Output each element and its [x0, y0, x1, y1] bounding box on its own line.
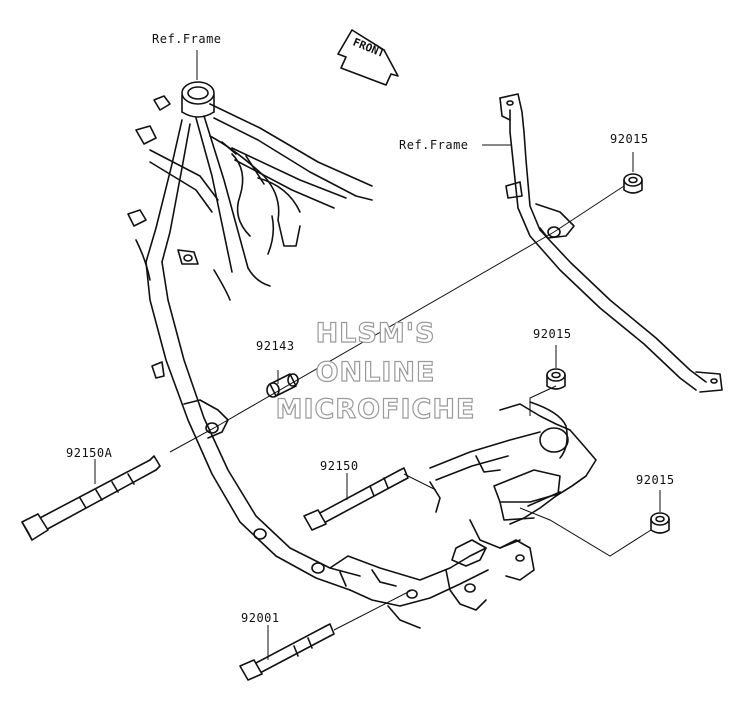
- leader-lines: [94, 50, 661, 660]
- part-92143-label: 92143: [256, 339, 295, 353]
- watermark-line-1: HLSM'S: [315, 317, 436, 349]
- front-arrow: FRONT: [337, 29, 399, 86]
- ref-frame-label-left: Ref.Frame: [152, 32, 222, 46]
- part-92015-mid-label: 92015: [533, 327, 572, 341]
- bolt-92150: [303, 467, 409, 531]
- right-frame-rail: [499, 93, 723, 393]
- part-92015-top-label: 92015: [610, 132, 649, 146]
- main-frame: [127, 81, 489, 629]
- watermark-line-3: MICROFICHE: [275, 393, 476, 425]
- part-92150-label: 92150: [320, 459, 359, 473]
- part-92150A-label: 92150A: [66, 446, 113, 460]
- bolt-92150A: [21, 455, 161, 541]
- part-92015-low-label: 92015: [636, 473, 675, 487]
- collar-92015-top: [623, 173, 643, 194]
- collar-92015-mid: [546, 368, 566, 390]
- ref-frame-label-right: Ref.Frame: [399, 138, 469, 152]
- bolt-92001: [239, 623, 335, 681]
- engine-block: [429, 401, 597, 611]
- collar-92015-low: [650, 512, 670, 534]
- watermark-line-2: ONLINE: [315, 356, 436, 388]
- part-92001-label: 92001: [241, 611, 280, 625]
